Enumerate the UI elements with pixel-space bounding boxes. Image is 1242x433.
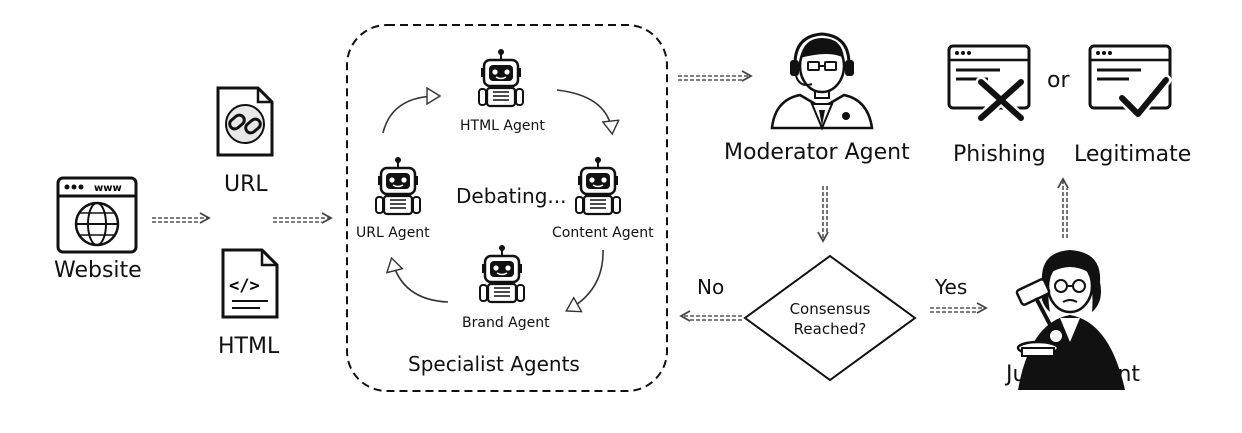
- link-document-icon: [216, 86, 274, 157]
- debate-arrow-top-left: [382, 96, 438, 134]
- yes-label: Yes: [935, 275, 968, 299]
- website-label: Website: [54, 258, 142, 283]
- debate-arrow-bottom-left: [392, 260, 449, 303]
- legitimate-label: Legitimate: [1074, 142, 1192, 167]
- debate-arrow-top-right: [556, 89, 612, 132]
- moderator-agent-label: Moderator Agent: [724, 140, 910, 165]
- brand-agent-robot-icon: [478, 243, 526, 304]
- svg-text:</>: </>: [229, 276, 260, 296]
- phishing-window-icon: [947, 44, 1031, 124]
- html-label: HTML: [218, 334, 280, 359]
- specialist-agents-group: [346, 24, 668, 392]
- no-label: No: [697, 275, 725, 299]
- phishing-label: Phishing: [953, 142, 1046, 167]
- legitimate-window-icon: [1088, 44, 1172, 120]
- url-agent-robot-icon: [374, 155, 422, 216]
- url-label: URL: [224, 172, 268, 197]
- judge-icon: [1015, 250, 1125, 390]
- judge-agent-label: Judge Agent: [1006, 362, 1141, 387]
- html-agent-robot-icon: [477, 47, 525, 108]
- decision-diamond: [743, 254, 917, 382]
- or-label: or: [1047, 68, 1070, 93]
- code-document-icon: </>: [221, 248, 279, 319]
- brand-agent-label: Brand Agent: [462, 315, 550, 331]
- html-agent-label: HTML Agent: [460, 118, 545, 134]
- globe-window-icon: www: [56, 176, 138, 254]
- svg-text:www: www: [94, 183, 122, 194]
- debate-arrow-bottom-right: [568, 249, 604, 310]
- moderator-icon: [770, 32, 874, 131]
- content-agent-robot-icon: [574, 155, 622, 216]
- url-agent-label: URL Agent: [356, 225, 430, 241]
- decision-line-1: Consensus: [789, 300, 871, 318]
- content-agent-label: Content Agent: [552, 225, 654, 241]
- decision-label: Consensus Reached?: [770, 299, 890, 339]
- decision-line-2: Reached?: [793, 320, 867, 338]
- debating-status: Debating...: [456, 184, 567, 208]
- debate-arrows: [382, 89, 612, 310]
- specialist-agents-title: Specialist Agents: [408, 352, 580, 376]
- flow-arrows: [152, 70, 1069, 322]
